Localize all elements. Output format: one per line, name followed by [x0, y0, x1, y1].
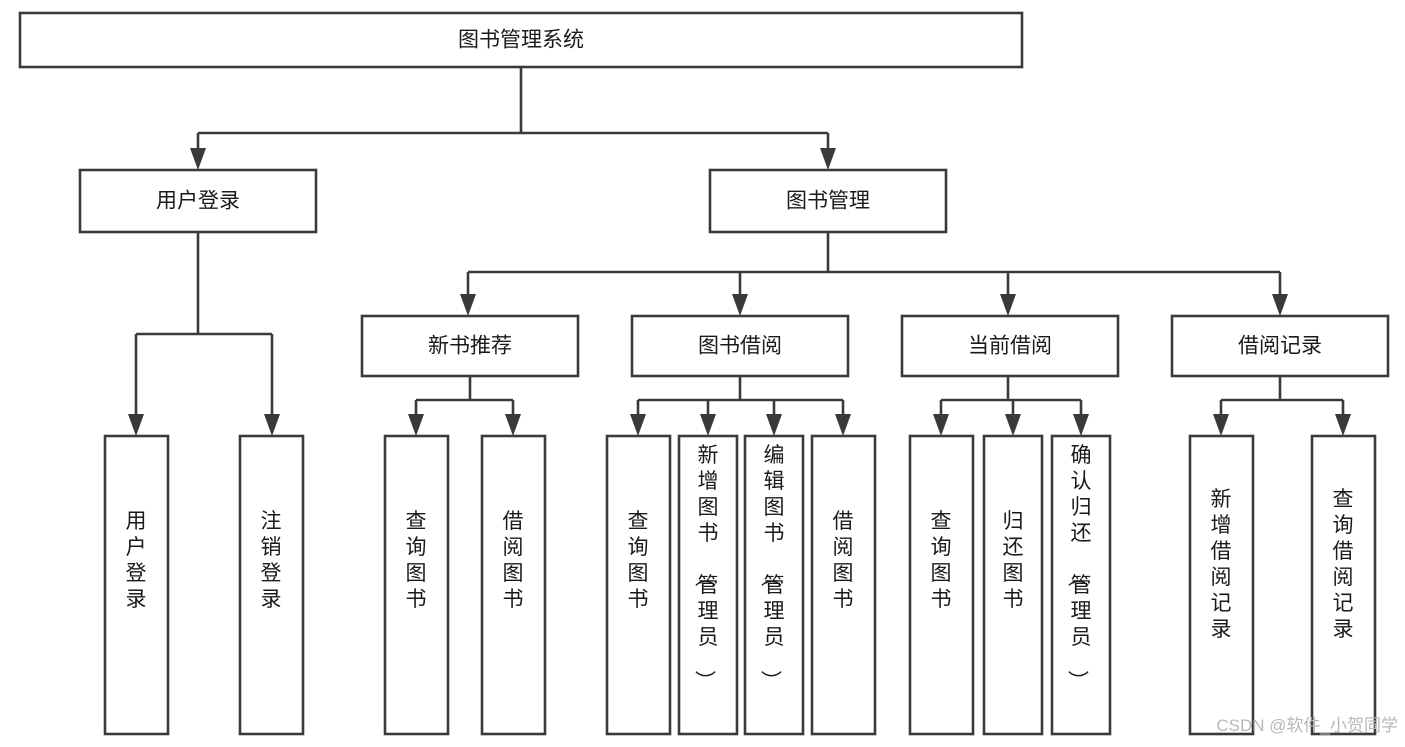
arrow-head-bb-add	[700, 414, 716, 436]
connector-layer	[128, 67, 1351, 436]
node-book-borrow[interactable]: 图书借阅	[630, 314, 850, 378]
node-leaf-cb-return-book[interactable]: 归还图书	[982, 434, 1044, 736]
node-borrow-record-box[interactable]	[1170, 314, 1390, 378]
node-leaf-bb-edit-book-box[interactable]	[743, 434, 805, 736]
node-leaf-br-query-record[interactable]: 查询借阅记录	[1310, 434, 1377, 736]
node-leaf-bb-add-book-label: 新增图书（管理员）	[693, 444, 719, 691]
node-book-management[interactable]: 图书管理	[708, 168, 948, 234]
node-leaf-user-login[interactable]: 用户登录	[103, 434, 170, 736]
arrow-head-br-query	[1335, 414, 1351, 436]
arrow-head-leaf-user-login	[128, 414, 144, 436]
node-leaf-bb-borrow-book[interactable]: 借阅图书	[810, 434, 877, 736]
arrow-head-cb-query	[933, 414, 949, 436]
node-leaf-bb-borrow-book-label: 借阅图书	[833, 510, 854, 611]
node-leaf-user-login-label: 用户登录	[126, 510, 147, 611]
node-user-login-box[interactable]	[78, 168, 318, 234]
arrow-head-br-add	[1213, 414, 1229, 436]
node-book-borrow-box[interactable]	[630, 314, 850, 378]
node-leaf-logout[interactable]: 注销登录	[238, 434, 305, 736]
arrow-head-nb-query	[408, 414, 424, 436]
arrow-head-bb-edit	[766, 414, 782, 436]
node-leaf-user-login-box[interactable]	[103, 434, 170, 736]
node-leaf-cb-return-book-label: 归还图书	[1003, 510, 1024, 611]
arrow-head-book-mgmt	[820, 148, 836, 170]
node-leaf-cb-return-book-box[interactable]	[982, 434, 1044, 736]
node-leaf-bb-edit-book[interactable]: 编辑图书（管理员）	[743, 434, 805, 736]
node-current-borrow[interactable]: 当前借阅	[900, 314, 1120, 378]
node-current-borrow-box[interactable]	[900, 314, 1120, 378]
arrow-head-cb-confirm	[1073, 414, 1089, 436]
node-new-book-recommend[interactable]: 新书推荐	[360, 314, 580, 378]
node-borrow-record[interactable]: 借阅记录	[1170, 314, 1390, 378]
node-new-book-recommend-label: 新书推荐	[428, 335, 512, 358]
node-leaf-bb-add-book-box[interactable]	[677, 434, 739, 736]
csdn-watermark: CSDN @软件_小贺同学	[1216, 716, 1398, 735]
node-user-login[interactable]: 用户登录	[78, 168, 318, 234]
node-leaf-br-add-record-label: 新增借阅记录	[1211, 488, 1232, 641]
node-leaf-cb-query-book-label: 查询图书	[931, 510, 952, 611]
arrow-head-borrow-record	[1272, 294, 1288, 316]
node-leaf-nb-query-book[interactable]: 查询图书	[383, 434, 450, 736]
node-book-management-label: 图书管理	[786, 190, 870, 213]
node-leaf-br-query-record-label: 查询借阅记录	[1333, 488, 1354, 641]
node-leaf-br-add-record[interactable]: 新增借阅记录	[1188, 434, 1255, 736]
arrow-head-bb-query	[630, 414, 646, 436]
node-leaf-bb-add-book[interactable]: 新增图书（管理员）	[677, 434, 739, 736]
node-current-borrow-label: 当前借阅	[968, 335, 1052, 358]
node-leaf-bb-borrow-book-box[interactable]	[810, 434, 877, 736]
node-new-book-recommend-box[interactable]	[360, 314, 580, 378]
node-leaf-nb-borrow-book-label: 借阅图书	[503, 510, 524, 611]
node-leaf-br-query-record-box[interactable]	[1310, 434, 1377, 736]
node-leaf-bb-query-book-label: 查询图书	[628, 510, 649, 611]
arrow-head-bb-borrow	[835, 414, 851, 436]
node-leaf-br-add-record-box[interactable]	[1188, 434, 1255, 736]
arrow-head-leaf-logout	[264, 414, 280, 436]
node-leaf-cb-confirm-return-box[interactable]	[1050, 434, 1112, 736]
node-leaf-cb-confirm-return[interactable]: 确认归还（管理员）	[1050, 434, 1112, 736]
arrow-head-new-book	[460, 294, 476, 316]
node-leaf-cb-query-book[interactable]: 查询图书	[908, 434, 975, 736]
node-leaf-bb-edit-book-label: 编辑图书（管理员）	[759, 444, 785, 691]
node-book-management-box[interactable]	[708, 168, 948, 234]
arrow-head-book-borrow	[732, 294, 748, 316]
node-user-login-label: 用户登录	[156, 190, 240, 213]
node-leaf-nb-borrow-book-box[interactable]	[480, 434, 547, 736]
node-root-label: 图书管理系统	[458, 29, 584, 52]
node-leaf-bb-query-book-box[interactable]	[605, 434, 672, 736]
arrow-head-current-borrow	[1000, 294, 1016, 316]
node-leaf-nb-borrow-book[interactable]: 借阅图书	[480, 434, 547, 736]
node-leaf-bb-query-book[interactable]: 查询图书	[605, 434, 672, 736]
node-leaf-logout-box[interactable]	[238, 434, 305, 736]
node-leaf-logout-label: 注销登录	[261, 510, 282, 611]
node-borrow-record-label: 借阅记录	[1238, 335, 1322, 358]
arrow-head-nb-borrow	[505, 414, 521, 436]
arrow-head-cb-return	[1005, 414, 1021, 436]
node-root-box[interactable]	[18, 11, 1024, 69]
arrow-head-user-login	[190, 148, 206, 170]
node-leaf-nb-query-book-label: 查询图书	[406, 510, 427, 611]
node-leaf-cb-confirm-return-label: 确认归还（管理员）	[1066, 444, 1092, 691]
node-leaf-nb-query-book-box[interactable]	[383, 434, 450, 736]
node-leaf-cb-query-book-box[interactable]	[908, 434, 975, 736]
node-book-borrow-label: 图书借阅	[698, 335, 782, 358]
node-root[interactable]: 图书管理系统	[18, 11, 1024, 69]
